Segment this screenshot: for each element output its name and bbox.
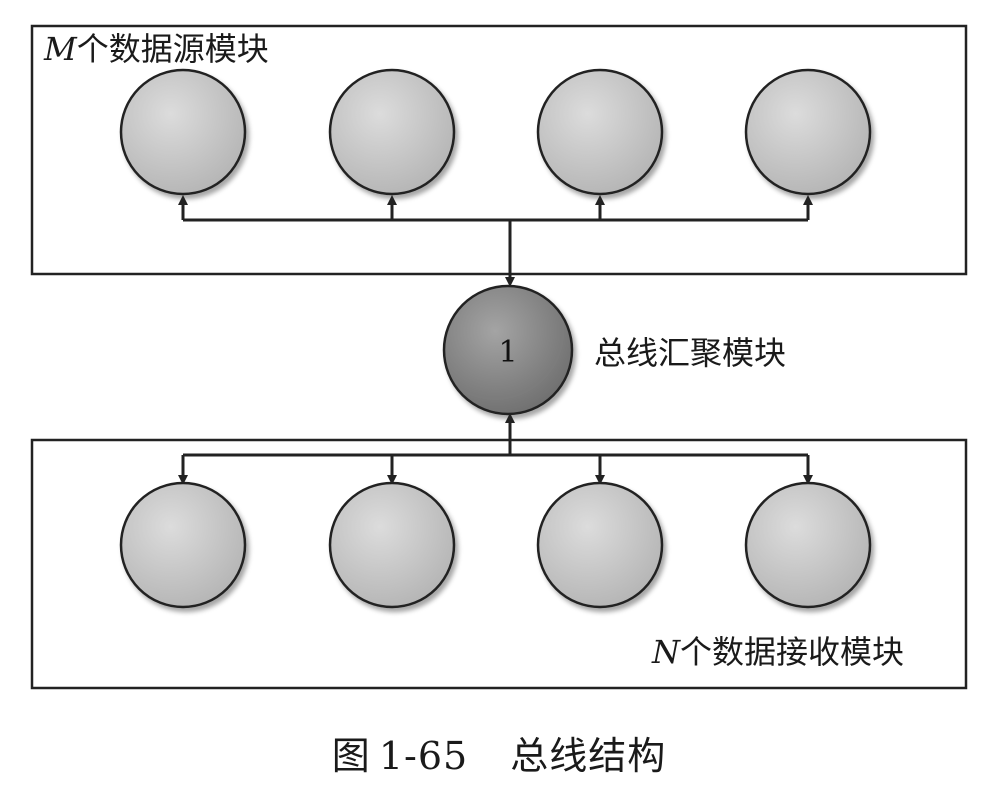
receiver-node-3 xyxy=(536,481,664,609)
source-nodes xyxy=(119,68,872,196)
hub-label: 总线汇聚模块 xyxy=(594,334,786,372)
bus-structure-diagram: M个数据源模块 1 总线汇聚模块 N个数据接收 xyxy=(30,24,968,690)
source-group-label: M个数据源模块 xyxy=(43,30,269,68)
receiver-node-2 xyxy=(328,481,456,609)
source-node-4 xyxy=(744,68,872,196)
source-node-2 xyxy=(328,68,456,196)
receiver-node-4 xyxy=(744,481,872,609)
receiver-node-1 xyxy=(119,481,247,609)
hub-node-number: 1 xyxy=(498,335,517,370)
caption-title: 总线结构 xyxy=(510,734,667,778)
receiver-bus xyxy=(178,413,813,485)
receiver-nodes xyxy=(119,481,872,609)
caption-prefix: 图 xyxy=(331,734,371,778)
caption-number: 1-65 xyxy=(378,734,469,778)
receiver-group-label: N个数据接收模块 xyxy=(651,633,904,671)
source-node-1 xyxy=(119,68,247,196)
source-bus xyxy=(178,195,813,287)
source-node-3 xyxy=(536,68,664,196)
